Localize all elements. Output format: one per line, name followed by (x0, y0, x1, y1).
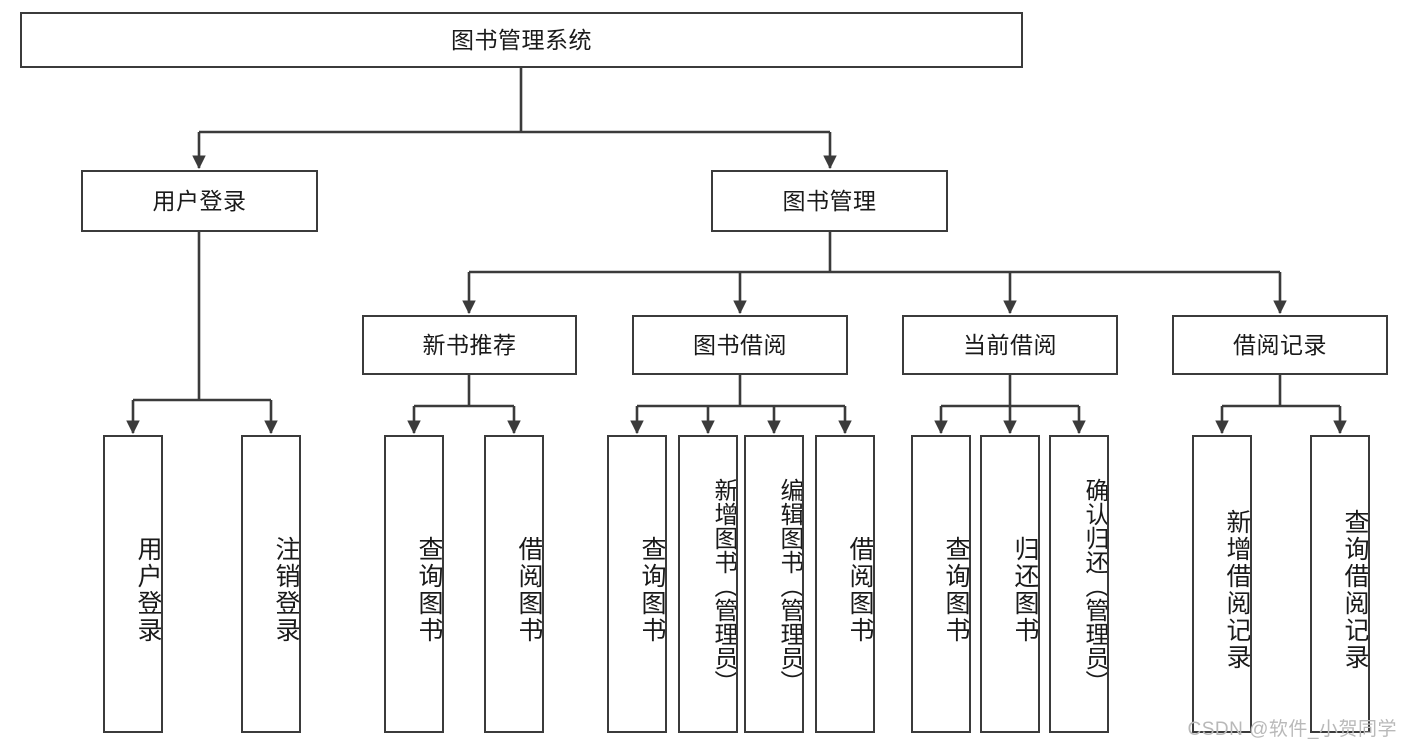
node-user-login[interactable]: 用户登录 (81, 170, 318, 232)
leaf-add-borrow-record[interactable]: 新增借阅记录 (1192, 435, 1252, 733)
node-current-borrow[interactable]: 当前借阅 (902, 315, 1118, 375)
leaf-user-login[interactable]: 用户登录 (103, 435, 163, 733)
leaf-query-book-recommend[interactable]: 查询图书 (384, 435, 444, 733)
leaf-edit-book-admin[interactable]: 编辑图书（管理员） (744, 435, 804, 733)
leaf-query-book-current[interactable]: 查询图书 (911, 435, 971, 733)
leaf-borrow-book-borrow[interactable]: 借阅图书 (815, 435, 875, 733)
leaf-borrow-book-recommend[interactable]: 借阅图书 (484, 435, 544, 733)
leaf-return-book[interactable]: 归还图书 (980, 435, 1040, 733)
node-new-book-recommend[interactable]: 新书推荐 (362, 315, 577, 375)
leaf-add-book-admin[interactable]: 新增图书（管理员） (678, 435, 738, 733)
leaf-query-borrow-record[interactable]: 查询借阅记录 (1310, 435, 1370, 733)
csdn-watermark: CSDN @软件_小贺同学 (1187, 719, 1397, 740)
node-borrow-record[interactable]: 借阅记录 (1172, 315, 1388, 375)
leaf-confirm-return-admin[interactable]: 确认归还（管理员） (1049, 435, 1109, 733)
node-book-management[interactable]: 图书管理 (711, 170, 948, 232)
node-root-system[interactable]: 图书管理系统 (20, 12, 1023, 68)
node-book-borrow[interactable]: 图书借阅 (632, 315, 848, 375)
leaf-query-book-borrow[interactable]: 查询图书 (607, 435, 667, 733)
leaf-logout-login[interactable]: 注销登录 (241, 435, 301, 733)
